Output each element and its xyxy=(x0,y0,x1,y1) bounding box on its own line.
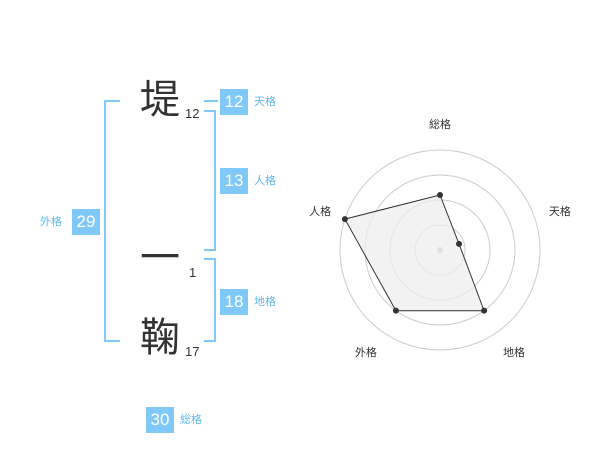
radar-axis-label-3: 地格 xyxy=(503,345,525,359)
radar-axis-label-5: 人格 xyxy=(309,204,331,218)
tenkaku-label: 天格 xyxy=(254,95,276,108)
name-char-2: 一 xyxy=(140,235,180,281)
radar-grid-ring xyxy=(339,149,541,351)
chikaku-value: 18 xyxy=(220,289,248,315)
name-char-3: 鞠 xyxy=(140,315,180,361)
gaikaku-label: 外格 xyxy=(40,215,62,228)
radar-axis-label-2: 天格 xyxy=(549,204,571,218)
radar-point-1 xyxy=(437,192,443,198)
soukaku-value: 30 xyxy=(146,407,174,433)
jinkaku-value: 13 xyxy=(220,168,248,194)
radar-axis-label-4: 外格 xyxy=(355,345,377,359)
radar-point-2 xyxy=(456,240,463,247)
name-char-3-strokes: 17 xyxy=(185,344,200,359)
tenkaku-value: 12 xyxy=(220,89,248,115)
jinkaku-bracket xyxy=(204,110,216,251)
name-char-1-strokes: 12 xyxy=(185,106,200,121)
radar-point-3 xyxy=(481,307,488,314)
soukaku-label: 総格 xyxy=(180,413,202,426)
jinkaku-label: 人格 xyxy=(254,174,276,187)
radar-series-area xyxy=(344,194,485,312)
gaikaku-bracket xyxy=(104,100,120,342)
gaikaku-value: 29 xyxy=(72,209,100,235)
chikaku-label: 地格 xyxy=(254,295,276,308)
radar-point-4 xyxy=(392,307,399,314)
chikaku-bracket xyxy=(204,258,216,342)
name-char-2-strokes: 1 xyxy=(189,265,197,280)
tenkaku-bracket xyxy=(204,100,218,102)
radar-point-5 xyxy=(341,216,348,223)
radar-axis-label-1: 総格 xyxy=(429,117,451,131)
name-char-1: 堤 xyxy=(140,77,180,123)
